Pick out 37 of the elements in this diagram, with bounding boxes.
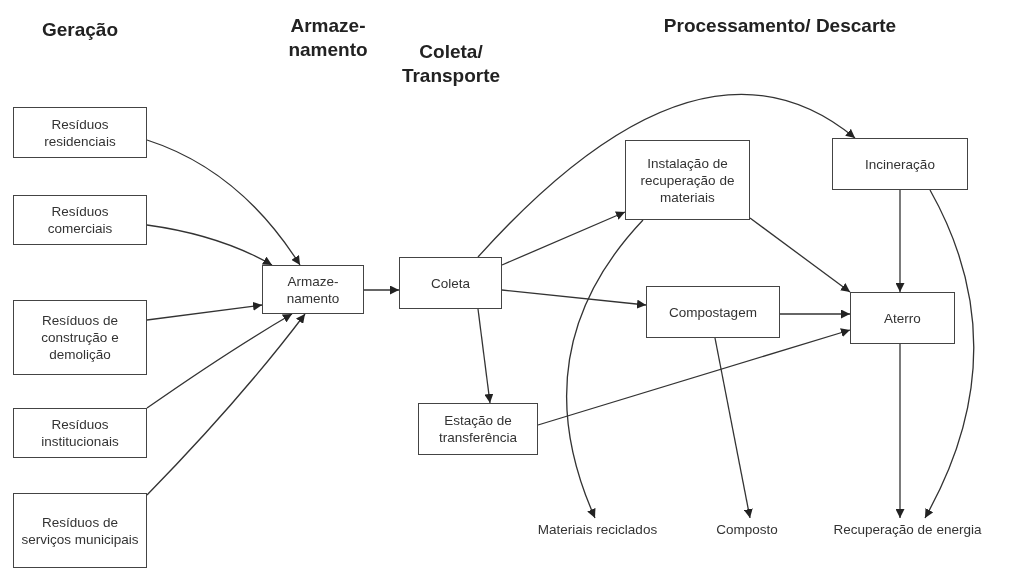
output-label: Recuperação de energia: [805, 518, 1010, 540]
arrow: [146, 139, 301, 266]
process-box: Armaze- namento: [262, 265, 364, 314]
arrow: [895, 189, 905, 293]
arrow: [146, 313, 306, 496]
arrow: [477, 308, 494, 404]
process-box: Estação de transferência: [418, 403, 538, 455]
arrow: [477, 93, 856, 258]
arrow: [895, 343, 905, 519]
process-box: Resíduos residenciais: [13, 107, 147, 158]
process-box: Coleta: [399, 257, 502, 309]
output-label: Composto: [703, 518, 791, 540]
column-heading: Processamento/ Descarte: [662, 14, 898, 38]
arrow: [146, 301, 263, 321]
process-box: Resíduos de construção e demolição: [13, 300, 147, 375]
arrow: [714, 337, 753, 519]
output-label: Materiais reciclados: [510, 518, 685, 540]
arrow: [566, 219, 644, 519]
column-heading: Geração: [40, 18, 119, 42]
process-box: Resíduos institucionais: [13, 408, 147, 458]
column-heading: Coleta/ Transporte: [400, 40, 502, 88]
arrow: [501, 289, 647, 309]
process-box: Instalação de recuperação de materiais: [625, 140, 750, 220]
process-box: Compostagem: [646, 286, 780, 338]
process-box: Resíduos de serviços municipais: [13, 493, 147, 568]
arrow: [924, 189, 975, 519]
arrow: [779, 309, 851, 319]
process-box: Aterro: [850, 292, 955, 344]
process-box: Resíduos comerciais: [13, 195, 147, 245]
arrow: [749, 217, 851, 293]
arrow: [146, 313, 293, 409]
arrow: [501, 211, 626, 266]
arrow: [537, 328, 851, 426]
column-heading: Armaze- namento: [287, 14, 369, 62]
process-box: Incineração: [832, 138, 968, 190]
arrow: [363, 285, 400, 295]
arrow: [146, 224, 273, 266]
